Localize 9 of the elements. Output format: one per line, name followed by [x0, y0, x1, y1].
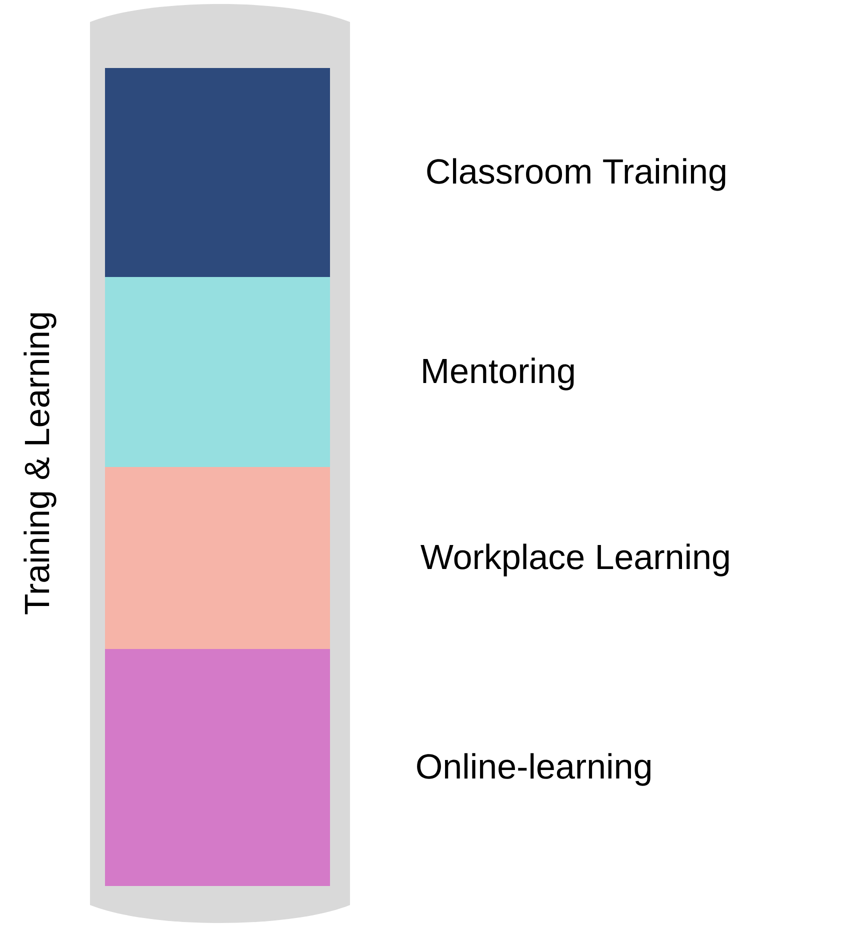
box-label: Online-learning: [417, 753, 650, 786]
box-label: Workplace Learning: [420, 544, 729, 576]
color-box: [105, 277, 330, 467]
color-box: [105, 68, 330, 277]
color-box: [105, 467, 330, 649]
color-box: [105, 649, 330, 886]
box-label: Classroom Training: [427, 158, 726, 191]
node-label: Training & Learning: [24, 313, 56, 614]
box-label: Mentoring: [423, 358, 574, 390]
